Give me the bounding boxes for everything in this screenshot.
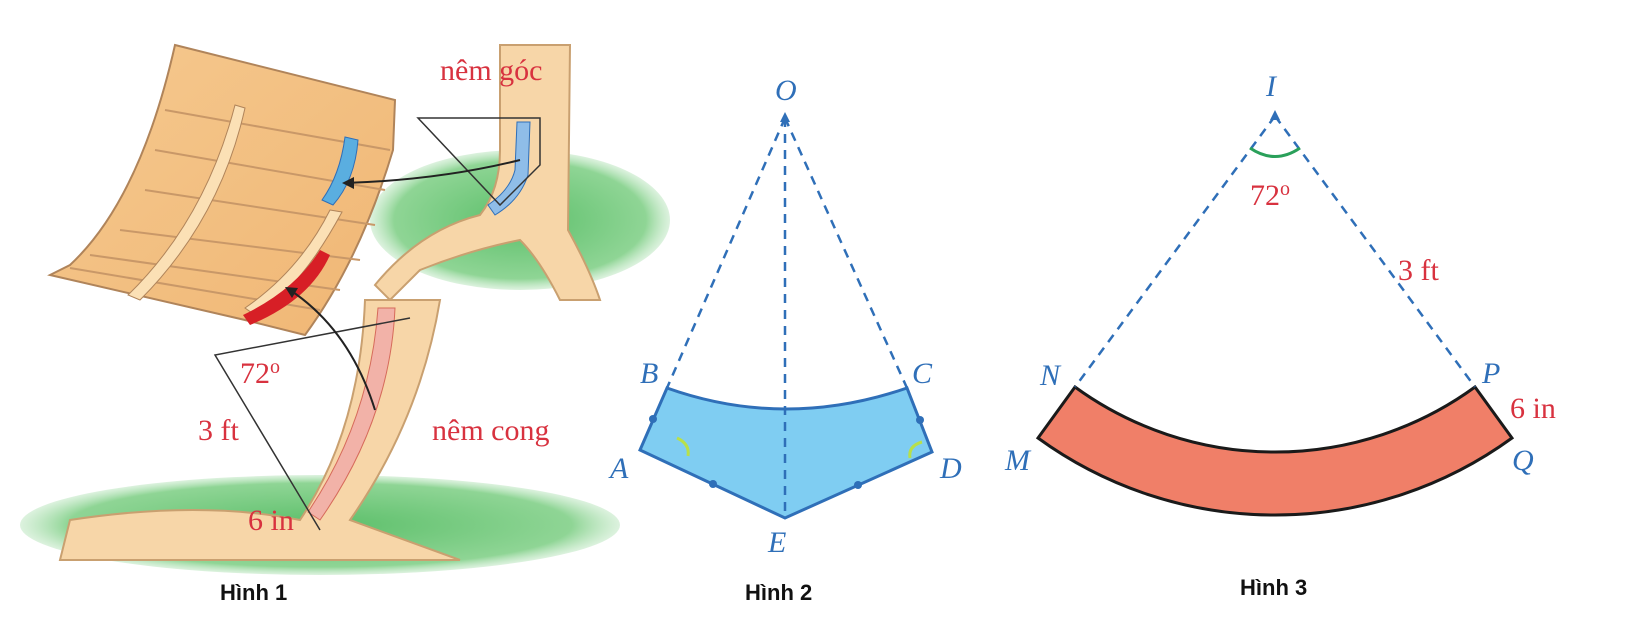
caption-figure-1: Hình 1 xyxy=(220,580,287,605)
label-point-d: D xyxy=(939,452,962,485)
label-point-p: P xyxy=(1481,357,1500,390)
right-angle-d xyxy=(908,440,923,459)
label-radius-fig1: 3 ft xyxy=(198,414,239,447)
angle-arc-i xyxy=(1249,146,1301,158)
arrow-blue xyxy=(344,159,521,184)
label-point-b: B xyxy=(640,357,658,390)
caption-figure-3: Hình 3 xyxy=(1240,575,1307,600)
label-point-a: A xyxy=(608,452,629,485)
point-i-marker xyxy=(1270,110,1280,120)
right-angle-a xyxy=(676,436,690,457)
fig2-shape xyxy=(638,386,934,520)
label-width-fig3: 6 in xyxy=(1510,392,1556,425)
tree-lower xyxy=(58,299,461,561)
label-point-n: N xyxy=(1039,359,1062,392)
point-o-marker xyxy=(780,112,790,122)
sector-outline xyxy=(213,317,411,531)
corner-wedge xyxy=(487,121,531,216)
label-radius-fig3: 3 ft xyxy=(1398,254,1439,287)
caption-figure-2: Hình 2 xyxy=(745,580,812,605)
label-width-fig1: 6 in xyxy=(248,504,294,537)
label-curved-wedge: nêm cong xyxy=(432,414,549,447)
figure-1-illustration: nêm góc 72o 3 ft nêm cong 6 in xyxy=(20,43,670,575)
figure-3-diagram: I 72o 3 ft N P 6 in M Q xyxy=(1004,70,1556,517)
corner-triangle xyxy=(416,117,541,207)
tree-upper xyxy=(373,44,602,302)
fig3-annular-sector xyxy=(1035,384,1515,517)
figure-2-diagram: O B C A D E xyxy=(608,74,962,559)
arrow-red xyxy=(289,289,376,411)
label-point-m: M xyxy=(1004,444,1032,477)
label-corner-wedge: nêm góc xyxy=(440,54,542,87)
arrow-head-red xyxy=(285,287,298,298)
label-point-e: E xyxy=(767,526,786,559)
boat-rib-left xyxy=(127,104,246,301)
label-point-c: C xyxy=(912,357,933,390)
label-point-o: O xyxy=(775,74,797,107)
blue-wedge xyxy=(321,136,359,206)
label-angle-fig3: 72o xyxy=(1250,178,1290,212)
arrow-head-blue xyxy=(342,177,354,189)
label-angle-fig1: 72o xyxy=(240,356,280,390)
label-point-i: I xyxy=(1265,70,1278,103)
label-point-q: Q xyxy=(1512,444,1534,477)
red-wedge xyxy=(243,250,330,325)
